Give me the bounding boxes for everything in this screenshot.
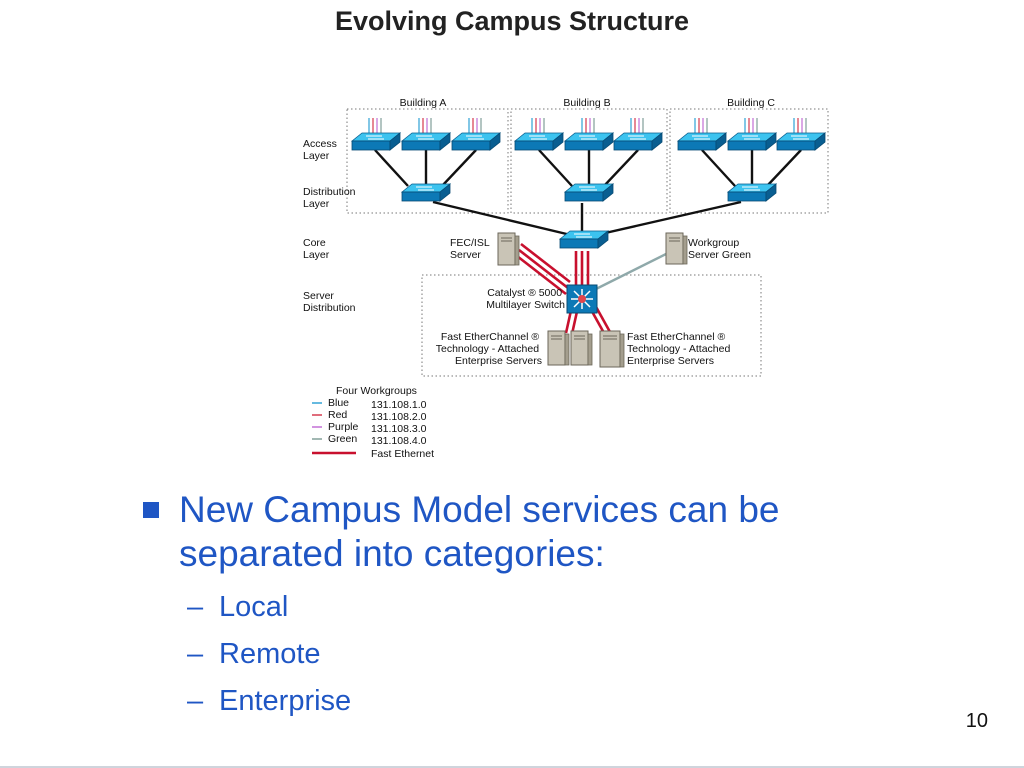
- distribution-switch-icon: [400, 183, 452, 202]
- access-layer-label: Access Layer: [303, 138, 340, 162]
- legend-label: Blue: [328, 397, 349, 409]
- dash-icon: –: [187, 685, 204, 717]
- legend-address: 131.108.1.0: [371, 399, 427, 411]
- dash-icon: –: [187, 638, 204, 670]
- fast-ethernet-links: [516, 242, 612, 335]
- legend-address: 131.108.3.0: [371, 423, 427, 435]
- workgroup-server-link: [595, 251, 669, 291]
- server-distribution-box: [421, 274, 762, 377]
- legend-address: 131.108.4.0: [371, 435, 427, 447]
- building-a-label: Building A: [400, 97, 447, 109]
- network-diagram: Building A Building B Building C Access …: [303, 97, 829, 460]
- access-switch-icon: [563, 132, 615, 151]
- sub-bullet-remote: –Remote: [187, 631, 900, 678]
- enterprise-server-icon: [570, 330, 593, 366]
- bullet-main: New Campus Model services can be separat…: [140, 488, 900, 576]
- access-switch-icon: [775, 132, 827, 151]
- building-c-box: [669, 108, 829, 214]
- bottom-divider: [0, 766, 1024, 768]
- legend-address: 131.108.2.0: [371, 411, 427, 423]
- access-switch-icon: [400, 132, 452, 151]
- dash-icon: –: [187, 591, 204, 623]
- access-switch-icon: [612, 132, 664, 151]
- sub-bullet-local: –Local: [187, 584, 900, 631]
- access-switch-icon: [513, 132, 565, 151]
- distribution-layer-label: Distribution Layer: [303, 186, 358, 210]
- legend-label-fast-ethernet: Fast Ethernet: [371, 448, 434, 460]
- page-number: 10: [965, 710, 988, 732]
- catalyst-multilayer-switch-icon: [566, 284, 598, 314]
- distribution-switch-icon: [726, 183, 778, 202]
- access-switch-icon: [450, 132, 502, 151]
- distribution-switch-icon: [563, 183, 615, 202]
- switches: [350, 132, 827, 249]
- building-a-box: [346, 108, 509, 214]
- core-layer-label: Core Layer: [303, 237, 330, 261]
- servers: [497, 232, 688, 368]
- building-b-label: Building B: [563, 97, 610, 109]
- catalyst-label: Catalyst ® 5000 Multilayer Switch: [486, 287, 565, 311]
- uplinks: [374, 149, 802, 238]
- core-switch-icon: [558, 230, 610, 249]
- workgroup-server-icon: [665, 232, 688, 265]
- fec-isl-server-label: FEC/ISL Server: [450, 237, 492, 261]
- sub-bullet-list: –Local –Remote –Enterprise: [187, 584, 900, 725]
- workgroup-server-label: Workgroup Server Green: [688, 237, 751, 261]
- building-c-label: Building C: [727, 97, 775, 109]
- slide-title: Evolving Campus Structure: [334, 6, 690, 36]
- sub-bullet-enterprise: –Enterprise: [187, 678, 900, 725]
- server-distribution-label: Server Distribution: [303, 290, 356, 314]
- legend-title: Four Workgroups: [336, 385, 417, 397]
- fec-isl-server-icon: [497, 232, 520, 266]
- enterprise-server-icon: [599, 330, 625, 368]
- enterprise-server-icon: [547, 330, 570, 366]
- workgroup-drops: [368, 118, 807, 135]
- access-switch-icon: [726, 132, 778, 151]
- bullet-list: New Campus Model services can be separat…: [140, 488, 900, 725]
- access-switch-icon: [676, 132, 728, 151]
- access-switch-icon: [350, 132, 402, 151]
- fec-right-label: Fast EtherChannel ® Technology - Attache…: [627, 331, 733, 367]
- legend-label: Red: [328, 409, 347, 421]
- building-b-box: [510, 108, 668, 214]
- legend-label: Purple: [328, 421, 359, 433]
- square-bullet-icon: [143, 502, 159, 518]
- bullet-main-text: New Campus Model services can be separat…: [179, 489, 780, 574]
- legend-label: Green: [328, 433, 357, 445]
- fec-left-label: Fast EtherChannel ® Technology - Attache…: [436, 331, 542, 367]
